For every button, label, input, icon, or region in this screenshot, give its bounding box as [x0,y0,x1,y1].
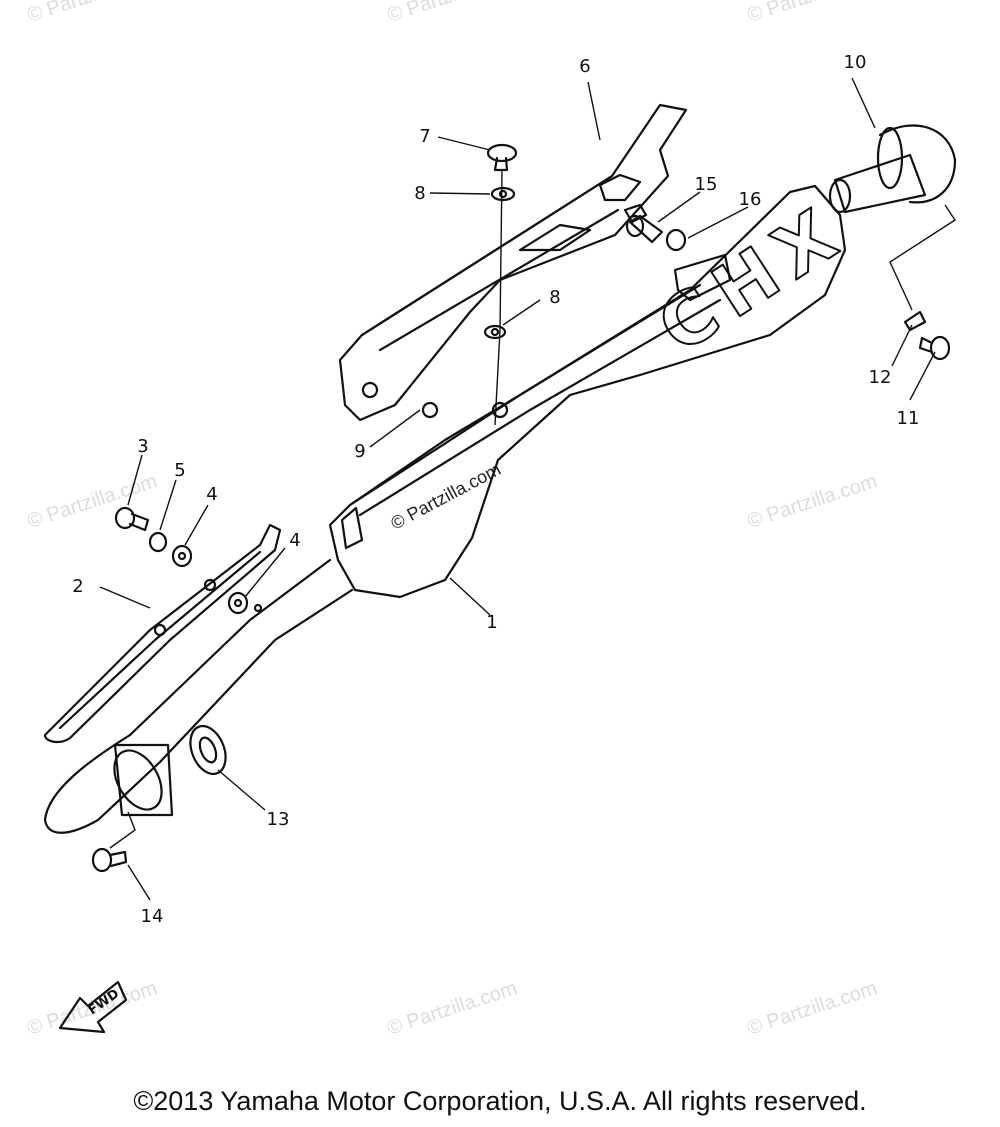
watermark: © Partzilla.com [745,977,880,1040]
callout-1: 1 [486,612,497,633]
exhaust-gasket [189,724,227,776]
callout-15: 15 [695,174,718,195]
watermark: © Partzilla.com [25,470,160,533]
fastener-8-washer-upper [490,186,516,202]
muffler-decal-text: CHX [644,187,861,369]
exhaust-pipe [43,558,354,834]
exhaust-parts-diagram: © Partzilla.com © Partzilla.com © Partzi… [25,0,957,1040]
heat-protector-lower [43,523,282,744]
callout-13: 13 [267,809,290,830]
heat-protector-upper [338,103,688,422]
fastener-12-spring [903,310,927,332]
callout-9: 9 [354,441,365,462]
watermark: © Partzilla.com [385,977,520,1040]
watermarks: © Partzilla.com © Partzilla.com © Partzi… [25,0,880,1040]
callout-4b: 4 [289,530,300,551]
callout-12: 12 [869,367,892,388]
callout-14: 14 [141,906,164,927]
fastener-8-washer-lower [483,324,507,340]
watermark: © Partzilla.com [745,0,880,27]
watermark: © Partzilla.com [745,470,880,533]
callout-11: 11 [897,408,920,429]
muffler-decal: CHX [643,186,862,370]
fastener-15-bolt [625,214,664,244]
fastener-7-bolt [486,143,518,172]
callout-8b: 8 [549,287,560,308]
callout-6: 6 [579,56,590,77]
fastener-4-nut-upper [171,544,193,568]
fastener-16-washer [665,228,687,252]
callout-10: 10 [844,52,867,73]
fastener-3-bolt [114,506,150,532]
leader-lines [99,77,956,901]
watermark: © Partzilla.com [25,0,160,27]
callout-4a: 4 [206,484,217,505]
callout-3: 3 [137,436,148,457]
callout-16: 16 [739,189,762,210]
copyright-notice: ©2013 Yamaha Motor Corporation, U.S.A. A… [133,1086,867,1116]
tail-pipe [828,124,957,214]
muffler-body [328,184,847,599]
fastener-4-nut-lower [227,591,249,615]
callout-numbers: 1 2 3 4 4 5 6 7 8 8 9 10 11 12 13 14 15 … [72,52,919,927]
fastener-5-washer [148,531,168,553]
callout-5: 5 [174,460,185,481]
callout-7: 7 [419,126,430,147]
fastener-14-bolt [91,847,128,873]
callout-8a: 8 [414,183,425,204]
watermark: © Partzilla.com [385,0,520,27]
callout-2: 2 [72,576,83,597]
fastener-11-bolt [918,335,951,361]
